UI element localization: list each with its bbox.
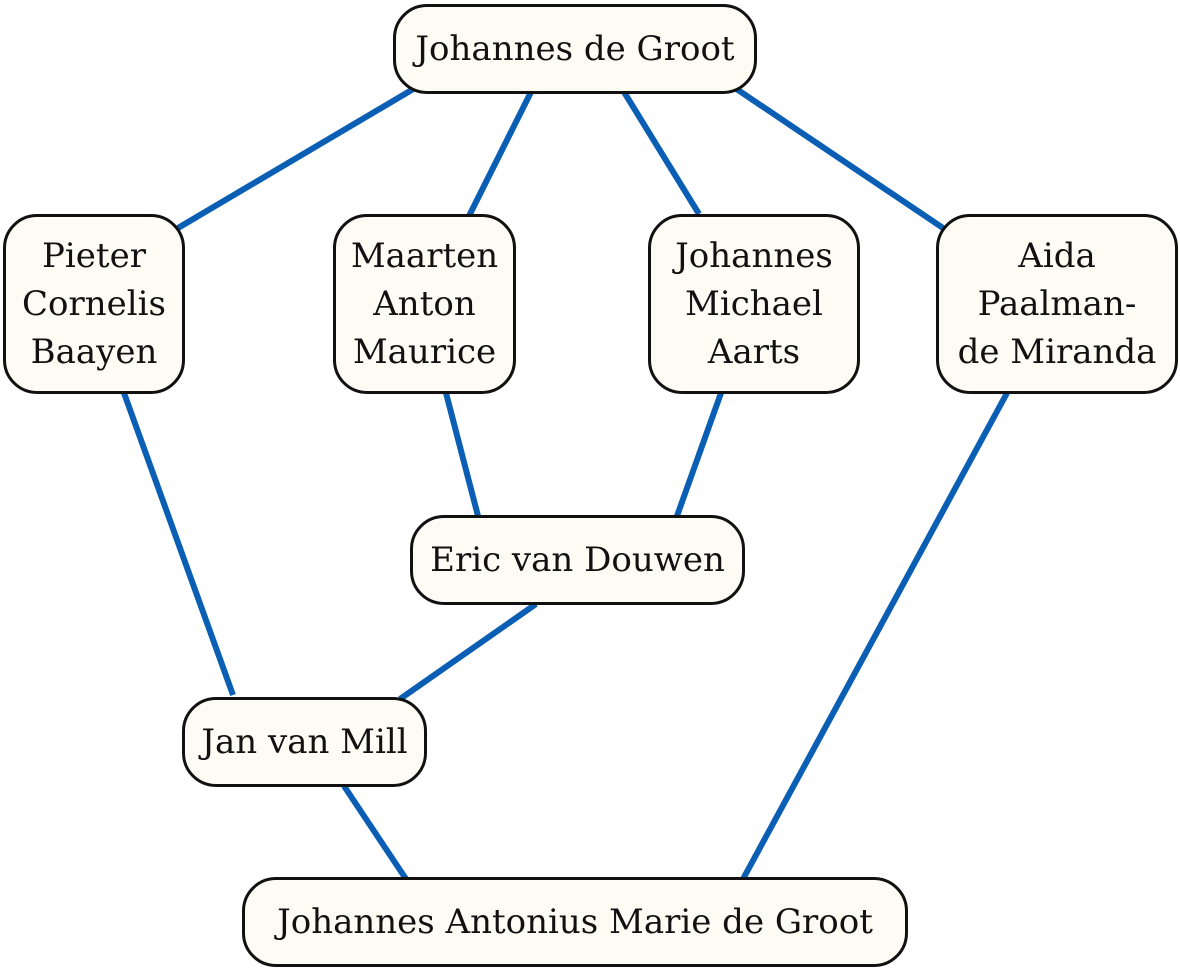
edge-mam-evd	[443, 392, 481, 517]
node-label-line: Michael	[685, 284, 823, 324]
edge-jdg-apm	[733, 85, 945, 231]
node-pieter-cornelis-baayen[interactable]: Pieter Cornelis Baayen	[3, 214, 185, 394]
edge-jvm-jamdg	[341, 784, 409, 881]
node-label-line: Johannes de Groot	[415, 29, 735, 69]
node-jan-van-mill[interactable]: Jan van Mill	[182, 697, 427, 787]
node-label-line: Eric van Douwen	[430, 540, 725, 580]
node-johannes-antonius-marie-de-groot[interactable]: Johannes Antonius Marie de Groot	[242, 877, 908, 967]
edge-evd-jvm	[398, 601, 538, 702]
node-label-line: Maarten	[350, 236, 499, 276]
node-aida-paalman-de-miranda[interactable]: Aida Paalman- de Miranda	[936, 214, 1178, 394]
node-maarten-anton-maurice[interactable]: Maarten Anton Maurice	[333, 214, 516, 394]
node-label-line: Maurice	[352, 332, 497, 372]
node-label-line: Baayen	[30, 332, 158, 372]
node-label-line: Anton	[373, 284, 476, 324]
node-label-line: Aida	[1018, 236, 1096, 276]
node-johannes-de-groot[interactable]: Johannes de Groot	[393, 4, 757, 94]
node-label-line: Jan van Mill	[201, 722, 408, 762]
node-label-line: Paalman-	[977, 284, 1137, 324]
node-label-line: Johannes	[675, 236, 833, 276]
node-eric-van-douwen[interactable]: Eric van Douwen	[410, 515, 745, 605]
edge-apm-jamdg	[740, 391, 1010, 881]
node-label-line: de Miranda	[957, 332, 1157, 372]
node-johannes-michael-aarts[interactable]: Johannes Michael Aarts	[648, 214, 860, 394]
node-label-line: Aarts	[707, 332, 801, 372]
node-label-line: Johannes Antonius Marie de Groot	[277, 902, 873, 942]
edge-jdg-pcb	[176, 85, 417, 231]
edge-pcb-jvm	[121, 391, 236, 697]
edge-jdg-jma	[621, 90, 702, 216]
edge-jma-evd	[674, 391, 724, 518]
node-label-line: Cornelis	[22, 284, 166, 324]
edge-jdg-mam	[466, 90, 534, 218]
node-label-line: Pieter	[42, 236, 146, 276]
